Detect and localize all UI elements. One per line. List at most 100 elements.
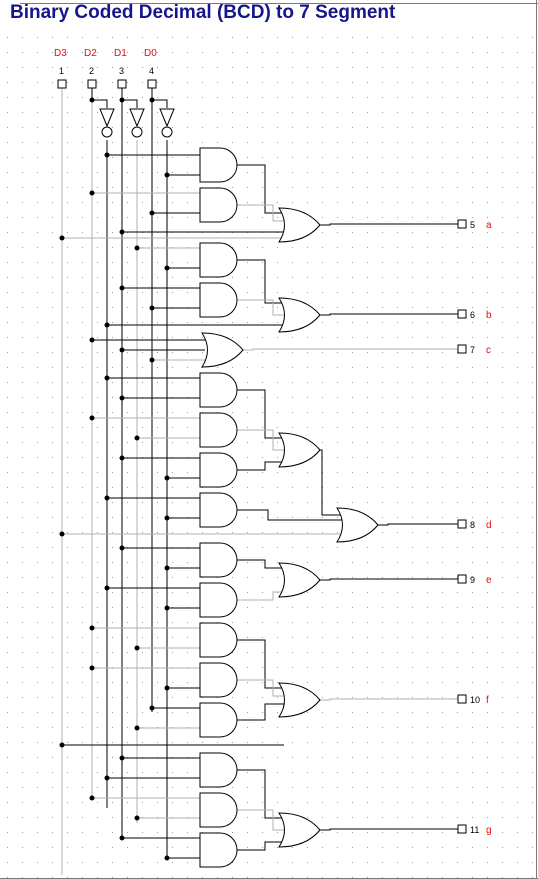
output-pin-number: 8 bbox=[470, 520, 475, 530]
junction-dot bbox=[89, 190, 95, 196]
inverter-bubble bbox=[101, 126, 113, 138]
output-pin-d bbox=[457, 519, 467, 529]
inverter-feed-d1 bbox=[121, 88, 138, 108]
junction-dot bbox=[119, 755, 125, 761]
inverter-gate bbox=[159, 108, 175, 128]
and-gate bbox=[199, 702, 238, 738]
junction-dot bbox=[119, 455, 125, 461]
or-d-stage bbox=[320, 449, 342, 516]
and-gate bbox=[199, 372, 238, 408]
gates-layer bbox=[99, 108, 379, 868]
or-d1-in bbox=[237, 461, 284, 471]
inverter-bubble bbox=[131, 126, 143, 138]
output-segment-label: c bbox=[486, 345, 491, 356]
wires-layer bbox=[59, 88, 458, 875]
and-gate bbox=[199, 282, 238, 318]
or-a-in bbox=[237, 164, 284, 214]
junction-dot bbox=[89, 97, 95, 103]
junction-dot bbox=[104, 322, 110, 328]
or-d1-in bbox=[237, 429, 284, 451]
and-gate bbox=[199, 792, 238, 828]
output-segment-label: d bbox=[486, 520, 492, 531]
output-segment-label: e bbox=[486, 575, 492, 586]
junction-dot bbox=[164, 685, 170, 691]
output-segment-label: b bbox=[486, 310, 492, 321]
output-wire-e bbox=[320, 578, 458, 581]
junction-dot bbox=[134, 815, 140, 821]
input-label-d1: D1 bbox=[114, 48, 127, 59]
input-pin-number: 1 bbox=[59, 66, 64, 76]
input-pin-d2 bbox=[87, 79, 97, 89]
output-pin-e bbox=[457, 574, 467, 584]
and-gate bbox=[199, 832, 238, 868]
junction-dot bbox=[89, 415, 95, 421]
or-gate bbox=[278, 562, 321, 598]
or-g-in bbox=[237, 809, 284, 831]
and-gate bbox=[199, 662, 238, 698]
or-gate bbox=[278, 207, 321, 243]
output-pin-f bbox=[457, 694, 467, 704]
output-wire-g bbox=[320, 828, 458, 831]
output-wire-b bbox=[320, 313, 458, 316]
output-pin-number: 9 bbox=[470, 575, 475, 585]
output-wire-f bbox=[320, 698, 458, 701]
input-pin-d0 bbox=[147, 79, 157, 89]
output-wire-a bbox=[320, 223, 458, 226]
output-pin-number: 11 bbox=[470, 825, 479, 835]
diagram-title: Binary Coded Decimal (BCD) to 7 Segment bbox=[10, 2, 396, 23]
input-label-d0: D0 bbox=[144, 48, 157, 59]
or-b-in bbox=[237, 299, 284, 316]
output-pin-number: 5 bbox=[470, 220, 475, 230]
junction-dot bbox=[104, 495, 110, 501]
output-wire-c bbox=[243, 348, 458, 351]
junction-dot bbox=[104, 152, 110, 158]
junction-dot bbox=[134, 245, 140, 251]
junction-dot bbox=[89, 337, 95, 343]
junction-dot bbox=[134, 435, 140, 441]
junction-dot bbox=[119, 395, 125, 401]
input-pin-number: 4 bbox=[149, 66, 154, 76]
output-segment-label: a bbox=[486, 220, 492, 231]
output-pin-c bbox=[457, 344, 467, 354]
or-gate bbox=[336, 507, 379, 543]
and-gate bbox=[199, 752, 238, 788]
input-label-d3: D3 bbox=[54, 48, 67, 59]
or-d-stage bbox=[237, 509, 342, 521]
or-e-in bbox=[237, 559, 284, 569]
output-pin-number: 7 bbox=[470, 345, 475, 355]
junction-dot bbox=[89, 625, 95, 631]
or-f-in bbox=[237, 703, 284, 721]
junction-dot bbox=[89, 665, 95, 671]
inverter-feed-d2 bbox=[91, 88, 108, 108]
junction-dot bbox=[149, 305, 155, 311]
input-pin-number: 2 bbox=[89, 66, 94, 76]
pins-layer bbox=[57, 79, 467, 834]
junction-dot bbox=[59, 531, 65, 537]
or-d1-in bbox=[237, 389, 284, 439]
junction-dot bbox=[119, 545, 125, 551]
or-gate bbox=[278, 297, 321, 333]
inverter-feed-d0 bbox=[151, 88, 168, 108]
output-wire-d bbox=[378, 523, 458, 526]
junction-dot bbox=[59, 235, 65, 241]
or-g-in bbox=[237, 769, 284, 819]
or-a-in bbox=[237, 204, 284, 222]
input-pin-d3 bbox=[57, 79, 67, 89]
or-e-in bbox=[237, 591, 284, 601]
junction-dot bbox=[149, 97, 155, 103]
junction-dot bbox=[59, 742, 65, 748]
output-segment-label: f bbox=[486, 695, 489, 706]
and-gate bbox=[199, 542, 238, 578]
junction-dot bbox=[164, 855, 170, 861]
and-gate bbox=[199, 622, 238, 658]
or-gate bbox=[278, 432, 321, 468]
junction-dot bbox=[164, 265, 170, 271]
or-gate bbox=[278, 682, 321, 718]
output-pin-a bbox=[457, 219, 467, 229]
junction-dot bbox=[134, 725, 140, 731]
output-pin-number: 6 bbox=[470, 310, 475, 320]
output-segment-label: g bbox=[486, 825, 492, 836]
and-gate bbox=[199, 147, 238, 183]
